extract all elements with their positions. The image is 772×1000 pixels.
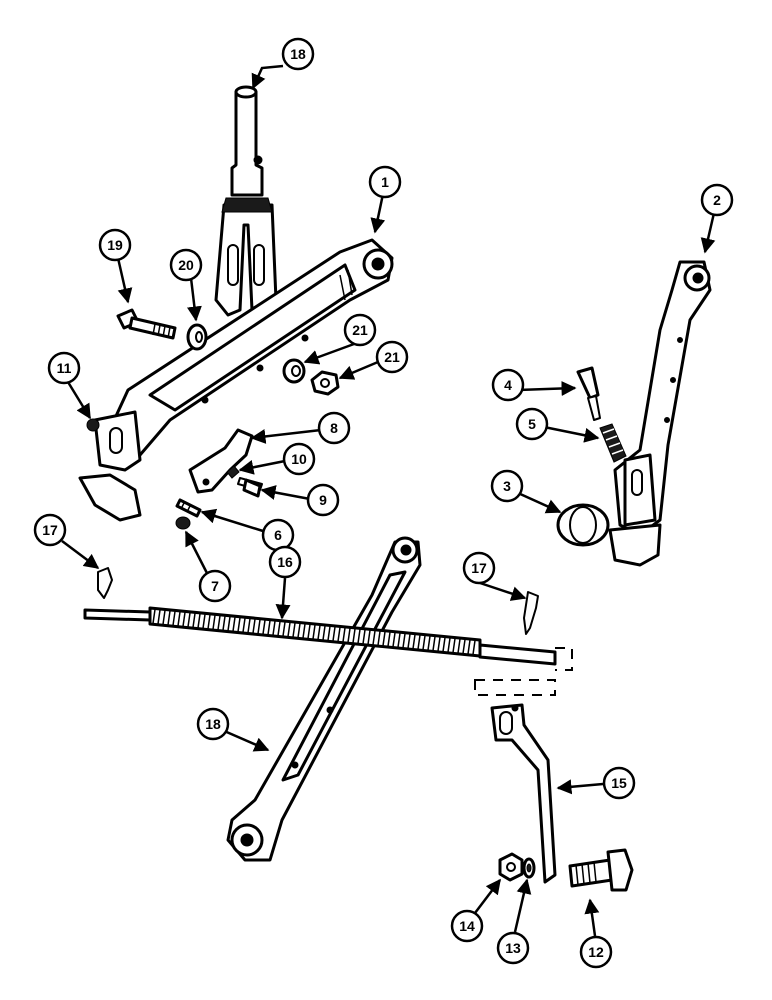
part-22-nut xyxy=(310,370,340,396)
callout-5: 5 xyxy=(515,407,549,441)
callout-12: 12 xyxy=(579,935,613,969)
svg-text:15: 15 xyxy=(611,775,627,791)
svg-text:12: 12 xyxy=(588,944,604,960)
svg-text:11: 11 xyxy=(57,360,72,376)
part-16-threaded-rod xyxy=(83,606,557,666)
callout-2: 2 xyxy=(700,183,734,217)
svg-text:21: 21 xyxy=(384,349,400,365)
dashed-bracket xyxy=(474,647,573,696)
svg-text:8: 8 xyxy=(330,420,338,436)
svg-text:13: 13 xyxy=(505,940,521,956)
part-8-latch xyxy=(188,428,254,494)
part-7-nut xyxy=(175,516,191,530)
callout-17b: 17 xyxy=(462,551,496,585)
callout-1: 1 xyxy=(368,165,402,199)
part-15-lever xyxy=(490,703,557,884)
callout-7: 7 xyxy=(198,569,232,603)
callout-21a: 20 xyxy=(169,248,203,282)
part-3-ball xyxy=(556,503,610,547)
callouts: 18 1 2 19 20 21 21 11 8 10 9 6 7 4 5 3 1… xyxy=(33,37,734,969)
callout-19: 18 xyxy=(281,37,315,71)
part-17-linch-pin-left xyxy=(97,567,113,599)
callout-18: 18 xyxy=(196,707,230,741)
svg-text:6: 6 xyxy=(274,527,282,543)
part-19-lift-rod xyxy=(214,85,278,317)
svg-text:4: 4 xyxy=(504,377,512,393)
svg-text:20: 20 xyxy=(178,257,194,273)
part-21-washer-right xyxy=(282,358,306,384)
svg-text:21: 21 xyxy=(352,322,368,338)
svg-text:7: 7 xyxy=(211,578,219,594)
part-6-pin xyxy=(175,498,202,518)
part-18-center-link xyxy=(226,536,422,862)
callout-10: 10 xyxy=(282,442,316,476)
part-17-linch-pin-right xyxy=(523,591,539,635)
svg-text:9: 9 xyxy=(319,492,327,508)
svg-text:19: 19 xyxy=(107,237,123,253)
part-1-lower-link-left xyxy=(78,238,394,522)
svg-text:1: 1 xyxy=(381,174,389,190)
callout-9: 9 xyxy=(306,483,340,517)
svg-text:17: 17 xyxy=(471,560,487,576)
callout-15: 15 xyxy=(602,766,636,800)
part-13-lock-washer xyxy=(522,857,536,879)
part-9-bolt xyxy=(237,477,263,498)
svg-text:2: 2 xyxy=(713,192,721,208)
svg-text:18: 18 xyxy=(290,46,306,62)
part-21-washer-left xyxy=(186,323,208,351)
part-11-nut xyxy=(86,418,100,432)
svg-text:3: 3 xyxy=(503,478,511,494)
callout-6: 6 xyxy=(261,518,295,552)
svg-text:10: 10 xyxy=(291,451,307,467)
part-2-lower-link-right xyxy=(608,260,712,567)
callout-16: 16 xyxy=(268,545,302,579)
svg-text:5: 5 xyxy=(528,416,536,432)
callout-20: 19 xyxy=(98,228,132,262)
part-5-spring xyxy=(599,423,627,463)
svg-text:16: 16 xyxy=(277,554,293,570)
svg-text:17: 17 xyxy=(42,522,58,538)
callout-14: 14 xyxy=(450,909,484,943)
callout-11: 11 xyxy=(47,351,81,385)
part-12-bolt xyxy=(568,848,634,892)
callout-21b: 21 xyxy=(343,313,377,347)
callout-4: 4 xyxy=(491,368,525,402)
callout-22: 21 xyxy=(375,340,409,374)
callout-17a: 17 xyxy=(33,513,67,547)
callout-3: 3 xyxy=(490,469,524,503)
part-20-bolt xyxy=(116,308,177,340)
callout-13: 13 xyxy=(496,931,530,965)
svg-text:18: 18 xyxy=(205,716,221,732)
callout-8: 8 xyxy=(317,411,351,445)
leader-lines xyxy=(61,64,716,937)
part-4-plunger xyxy=(576,366,601,421)
part-14-nut xyxy=(498,852,524,882)
svg-text:14: 14 xyxy=(459,918,475,934)
